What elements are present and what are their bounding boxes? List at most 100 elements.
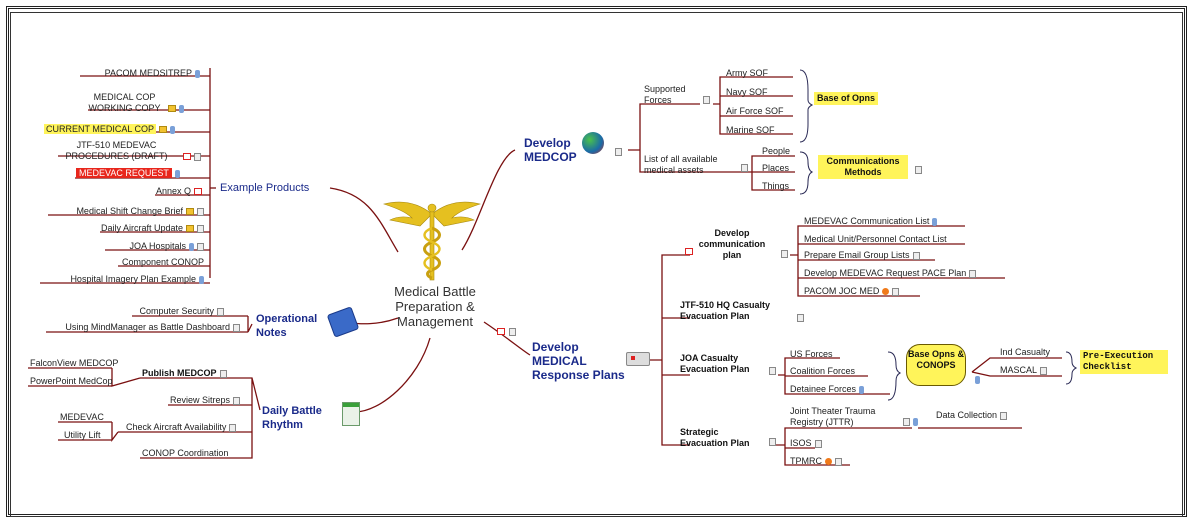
web-icon (882, 288, 890, 296)
ambulance-icon (626, 352, 650, 366)
product-current-medical-cop[interactable]: CURRENT MEDICAL COP (44, 124, 176, 135)
product-jtf510-procedures[interactable]: JTF-510 MEDEVAC PROCEDURES (DRAFT) (52, 140, 202, 162)
note-computer-security[interactable]: Computer Security (100, 306, 224, 317)
product-joa-hospitals[interactable]: JOA Hospitals (80, 241, 204, 252)
product-shift-change[interactable]: Medical Shift Change Brief (44, 206, 204, 217)
notes-icon (741, 164, 748, 172)
notes-icon (229, 423, 237, 432)
product-component-conop[interactable]: Component CONOP (121, 257, 204, 267)
force-navy-sof[interactable]: Navy SOF (726, 87, 768, 97)
joa-evac-plan[interactable]: JOA Casualty Evacuation Plan (680, 353, 750, 374)
develop-medcop-topic[interactable]: Develop MEDCOP (524, 136, 577, 164)
product-medevac-request[interactable]: MEDEVAC REQUEST (76, 168, 180, 179)
asset-places[interactable]: Places (762, 163, 790, 173)
isos[interactable]: ISOS (790, 438, 822, 449)
comm-email-groups[interactable]: Prepare Email Group Lists (804, 250, 920, 261)
notes-icon (797, 314, 804, 322)
utility-lift[interactable]: Utility Lift (64, 430, 101, 440)
attachment-icon (932, 217, 938, 226)
pre-execution-checklist[interactable]: Pre-Execution Checklist (1080, 350, 1168, 374)
notes-icon (219, 369, 227, 378)
force-army-sof[interactable]: Army SOF (726, 68, 768, 78)
powerpoint-medcop[interactable]: PowerPoint MedCop (30, 376, 113, 386)
note-icon (167, 105, 176, 113)
available-assets[interactable]: List of all available medical assets (644, 154, 718, 175)
notes-icon (197, 224, 204, 233)
product-pacom-medsitrep[interactable]: PACOM MEDSITREP (40, 68, 200, 79)
central-topic[interactable]: Medical Battle Preparation & Management (394, 284, 476, 329)
notes-icon (969, 269, 977, 278)
clipboard-icon (342, 402, 360, 426)
attachment-icon (199, 275, 204, 284)
inner-frame (10, 12, 1183, 517)
note-icon (159, 126, 168, 134)
jtf510-hq-plan[interactable]: JTF-510 HQ Casualty Evacuation Plan (680, 300, 771, 321)
notes-icon (615, 148, 622, 156)
notes-icon (197, 242, 204, 251)
product-hospital-imagery[interactable]: Hospital Imagery Plan Example (36, 274, 204, 285)
notes-icon (233, 323, 240, 332)
check-aircraft[interactable]: Check Aircraft Availability (126, 422, 237, 433)
force-air-force-sof[interactable]: Air Force SOF (726, 106, 784, 116)
pdf-icon (182, 153, 191, 161)
publish-medcop[interactable]: Publish MEDCOP (142, 368, 227, 379)
note-icon (186, 208, 194, 216)
attachment-icon (170, 125, 176, 134)
asset-people[interactable]: People (762, 146, 791, 156)
notes-icon (814, 439, 822, 448)
notes-icon (233, 396, 241, 405)
medevac-lift[interactable]: MEDEVAC (60, 412, 104, 422)
ind-casualty[interactable]: Ind Casualty (1000, 347, 1051, 357)
jttr[interactable]: Joint Theater Trauma Registry (JTTR) (790, 406, 876, 427)
pdf-icon (194, 188, 202, 196)
caduceus-icon (382, 201, 482, 281)
communications-methods[interactable]: Communications Methods (818, 155, 908, 179)
strategic-evac-plan[interactable]: Strategic Evacuation Plan (680, 427, 750, 448)
web-icon (825, 458, 832, 466)
asset-things[interactable]: Things (762, 181, 790, 191)
joa-us-forces[interactable]: US Forces (790, 349, 833, 359)
folder-icon (186, 225, 194, 233)
notes-icon (892, 287, 900, 296)
mascal[interactable]: MASCAL (1000, 365, 1048, 376)
notes-icon (509, 328, 516, 336)
note-mindmanager[interactable]: Using MindManager as Battle Dashboard (40, 322, 240, 333)
tpmrc[interactable]: TPMRC (790, 456, 842, 467)
notes-icon (769, 438, 776, 446)
attachment-icon (174, 169, 180, 178)
joa-coalition-forces[interactable]: Coalition Forces (790, 366, 856, 376)
pdf-icon (497, 328, 505, 335)
daily-battle-rhythm-topic[interactable]: Daily Battle Rhythm (262, 405, 322, 431)
review-sitreps[interactable]: Review Sitreps (170, 395, 241, 406)
base-opns-conops[interactable]: Base Opns & CONOPS (906, 344, 966, 386)
force-marine-sof[interactable]: Marine SOF (726, 125, 775, 135)
comm-pace-plan[interactable]: Develop MEDEVAC Request PACE Plan (804, 268, 977, 279)
comm-contact-list[interactable]: Medical Unit/Personnel Contact List (804, 234, 947, 244)
falconview-medcop[interactable]: FalconView MEDCOP (30, 358, 119, 368)
notes-icon (835, 457, 842, 466)
globe-icon (582, 132, 604, 154)
conop-coordination[interactable]: CONOP Coordination (142, 448, 229, 458)
product-annex-q[interactable]: Annex Q (120, 186, 202, 197)
operational-notes-topic[interactable]: Operational Notes (256, 313, 318, 339)
notes-icon (703, 96, 710, 104)
base-of-opns[interactable]: Base of Opns (814, 92, 879, 105)
data-collection[interactable]: Data Collection (936, 410, 1008, 421)
product-daily-aircraft[interactable]: Daily Aircraft Update (60, 223, 204, 234)
notes-icon (1040, 366, 1048, 375)
attachment-icon (975, 376, 980, 384)
comm-plan[interactable]: Develop communication plan (698, 228, 766, 260)
example-products-topic[interactable]: Example Products (220, 182, 310, 194)
develop-response-topic[interactable]: Develop MEDICAL Response Plans (532, 340, 625, 382)
outer-frame (6, 6, 1187, 517)
attachment-icon (859, 385, 865, 394)
pdf-icon (685, 248, 693, 255)
joa-detainee-forces[interactable]: Detainee Forces (790, 384, 865, 395)
comm-medevac-list[interactable]: MEDEVAC Communication List (804, 216, 938, 227)
attachment-icon (178, 104, 184, 113)
notes-icon (197, 207, 204, 216)
supported-forces[interactable]: Supported Forces (644, 84, 686, 105)
comm-pacom-joc[interactable]: PACOM JOC MED (804, 286, 900, 297)
attachment-icon (189, 242, 194, 251)
product-medical-cop-working[interactable]: MEDICAL COP WORKING COPY (78, 92, 190, 114)
